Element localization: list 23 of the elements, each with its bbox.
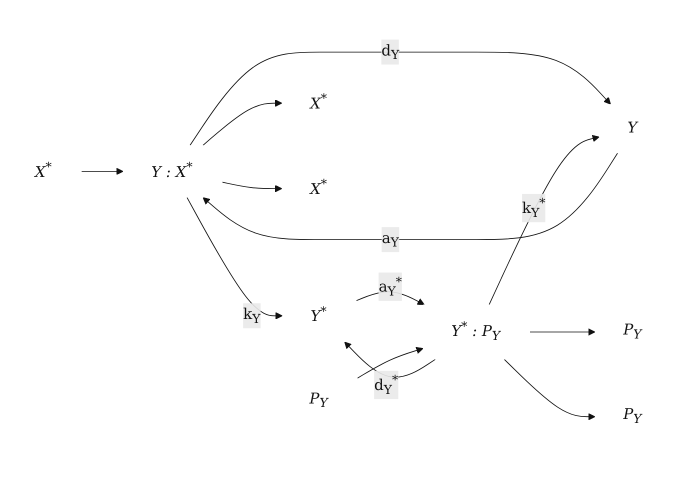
node-text: Y$^{*}$ [310,304,327,326]
node-text: P$_{Y}$ [309,390,328,410]
edge-label: a$_{Y}$ [382,230,399,250]
node-text: Y [627,119,638,136]
node-text: P$_{Y}$ [623,406,642,426]
arrow [190,52,611,146]
arrow [504,358,596,420]
arrow [186,197,283,320]
edge-label: d$_{Y}$ [381,42,400,62]
arrow [81,168,124,175]
node-text: X$^{*}$ [34,159,52,181]
node-text: X$^{*}$ [310,91,327,113]
arrow [202,152,618,240]
arrow [530,328,596,336]
arrow [357,346,424,378]
arrow [222,182,282,192]
node-text: Y : X$^{*}$ [151,159,193,181]
arrow [202,99,282,146]
node-text: P$_{Y}$ [623,321,642,342]
node-text: X$^{*}$ [310,176,327,198]
node-text: Y$^{*}$ : P$_{Y}$ [451,318,500,344]
arrow [488,134,600,305]
edge-label: k$_{Y}$ [243,306,260,326]
